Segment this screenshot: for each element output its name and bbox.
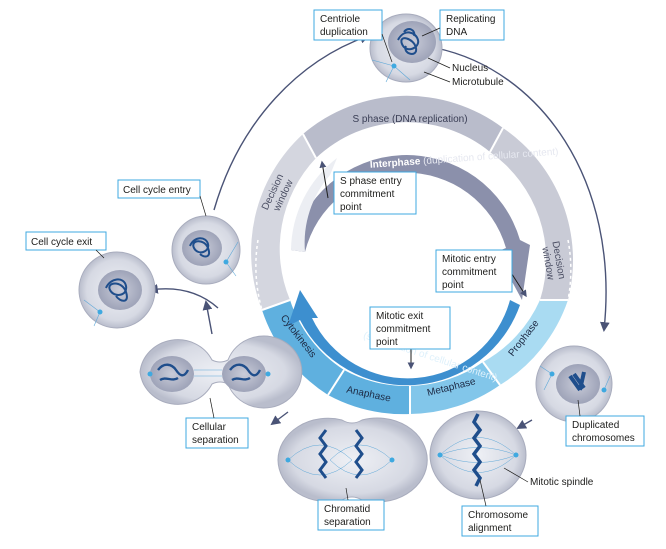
centriole-icon: [391, 63, 397, 69]
inner-ring: [288, 155, 530, 386]
cytokinesis-cell: [139, 335, 303, 409]
label-nucleus: Nucleus: [427, 57, 488, 74]
s-phase-entry-callout: S phase entry commitment point: [319, 160, 417, 215]
cell-top: [369, 13, 443, 83]
prophase-band: [483, 300, 568, 385]
mitotic-entry-line3: point: [442, 280, 464, 291]
cell-cycle-exit-cell: [78, 251, 156, 329]
anaphase-cell: [277, 417, 428, 503]
svg-text:S phase entry commitment: S phase entry commitment point: [340, 176, 405, 213]
mitotic-exit-line1: Mitotic exit: [376, 311, 423, 322]
svg-text:Mitotic entry commitment: Mitotic entry commitment point: [442, 254, 499, 291]
svg-text:Mitotic spindle: Mitotic spindle: [530, 477, 594, 488]
label-cell-cycle-entry: Cell cycle entry: [117, 179, 207, 217]
m-phase-arrow: [288, 290, 520, 386]
outer-ring: [251, 95, 574, 415]
mitotic-entry-callout: Mitotic entry commitment point: [435, 249, 527, 298]
decision-window-right-label: Decision window: [539, 240, 568, 284]
metaphase-band: [410, 362, 500, 414]
s-phase-band: [303, 95, 503, 158]
s-phase-entry-line2: commitment: [340, 189, 395, 200]
svg-text:Mitotic exit commitment: Mitotic exit commitment point: [376, 311, 433, 348]
s-phase-label: S phase (DNA replication): [352, 114, 467, 125]
interphase-arrow: [291, 155, 530, 300]
mitotic-entry-line2: commitment: [442, 267, 497, 278]
mitotic-exit-line3: point: [376, 337, 398, 348]
decision-window-left-band: [251, 134, 316, 310]
s-phase-entry-line3: point: [340, 202, 362, 213]
prophase-cell: [535, 345, 613, 423]
mitotic-exit-callout: Mitotic exit commitment point: [369, 306, 451, 370]
anaphase-band: [328, 370, 410, 415]
mitotic-entry-line1: Mitotic entry: [442, 254, 496, 265]
label-cell-cycle-exit: Cell cycle exit: [25, 231, 107, 259]
label-mitotic-spindle: Mitotic spindle: [503, 467, 594, 488]
cytokinesis-band: [262, 300, 344, 395]
svg-text:Microtubule: Microtubule: [452, 77, 504, 88]
svg-text:Cell cycle entry: Cell cycle entry: [123, 185, 191, 196]
cycle-arrows: [148, 33, 610, 466]
svg-text:Cell cycle exit: Cell cycle exit: [31, 237, 92, 248]
cell-cycle-entry-cell: [171, 215, 241, 285]
metaphase-cell: [429, 410, 527, 500]
mitotic-exit-line2: commitment: [376, 324, 431, 335]
decision-window-right-band: [490, 128, 574, 300]
svg-text:Nucleus: Nucleus: [452, 63, 488, 74]
s-phase-entry-line1: S phase entry: [340, 176, 402, 187]
label-microtubule: Microtubule: [423, 71, 504, 88]
